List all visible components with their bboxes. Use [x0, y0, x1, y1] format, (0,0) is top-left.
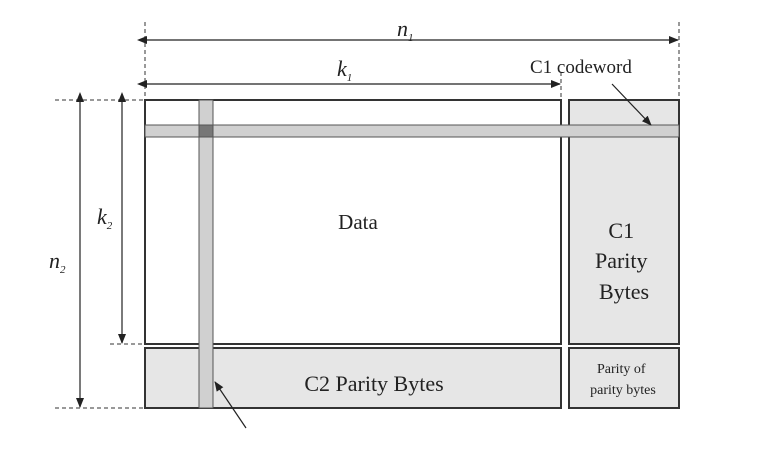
codeword-intersection — [198, 124, 214, 138]
c2-parity-label: C2 Parity Bytes — [304, 371, 443, 396]
c2-parity-block — [144, 347, 562, 409]
n1-label: n1 — [397, 16, 414, 44]
c1-codeword-label: C1 codeword — [530, 57, 632, 78]
c1-codeword-pointer — [611, 83, 652, 126]
c2-codeword-strip — [198, 99, 214, 409]
parity-of-parity-block — [568, 347, 680, 409]
data-label: Data — [338, 210, 378, 234]
c1-codeword-strip — [144, 124, 680, 138]
parity-of-parity-label: Parity of parity bytes — [590, 362, 656, 398]
c2-codeword-pointer — [214, 381, 247, 429]
data-block — [144, 99, 562, 345]
k2-label: k2 — [97, 204, 113, 232]
n2-label: n2 — [49, 248, 66, 276]
k1-label: k1 — [337, 56, 352, 84]
c1-parity-block — [568, 99, 680, 345]
c1-parity-label: C1 Parity Bytes — [595, 218, 653, 304]
